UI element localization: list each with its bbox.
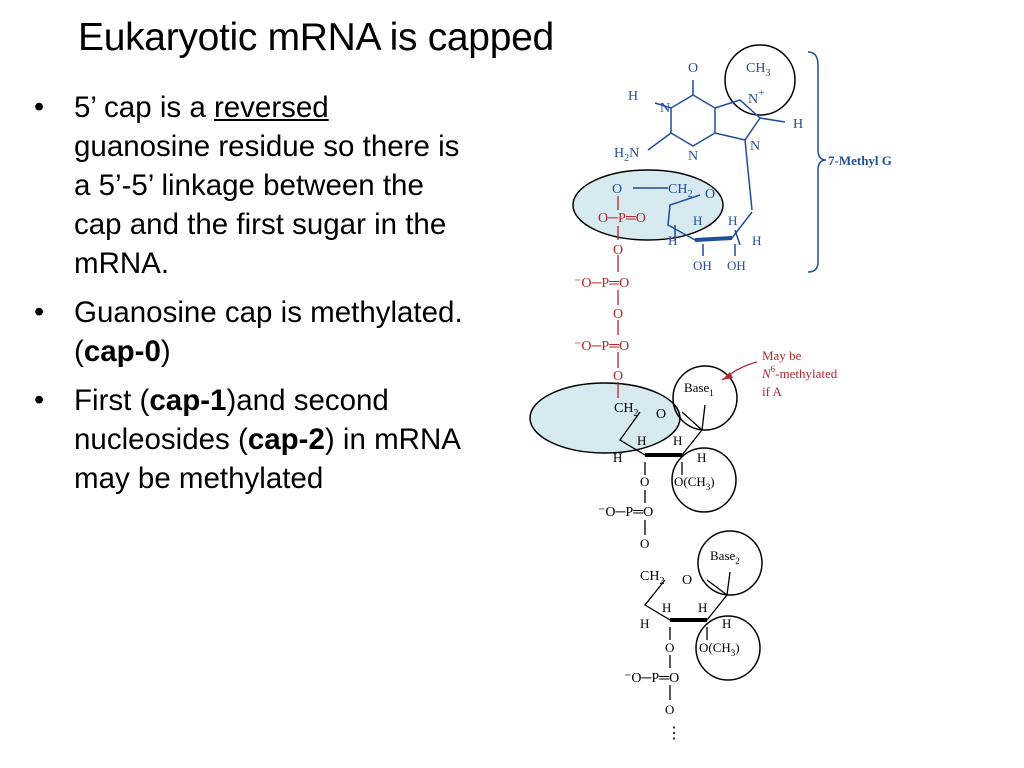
ch2-1: CH2 (614, 401, 638, 419)
n6-methylated-label: N6-methylated (761, 364, 838, 381)
o-link-2: O (665, 702, 674, 717)
o-ring-1: O (656, 407, 666, 422)
linkage-highlight-top (572, 169, 724, 241)
n-bottom-label: N (688, 149, 698, 164)
phosphate-o-1: O (613, 243, 623, 258)
bullet-text: 5’ cap is a (74, 91, 214, 124)
h-2a: H (662, 600, 671, 615)
och3-1: O(CH3) (674, 474, 715, 492)
top-oh2: OH (727, 258, 746, 273)
guanine-ring (647, 80, 786, 211)
ribose-1 (619, 404, 706, 535)
o-top-label: O (688, 61, 698, 76)
bullet-text: )and second nucleosides ( (74, 384, 389, 456)
h-1d: H (697, 450, 706, 465)
phosphate-2: ⁻O─P═O (574, 276, 629, 291)
bullet-text: First ( (74, 384, 150, 417)
o-ring-2: O (682, 573, 692, 588)
bullet-list: • 5’ cap is a reversed guanosine residue … (30, 88, 470, 508)
bullet-text-bold: cap-1 (149, 384, 227, 417)
base1-circle (672, 365, 738, 431)
h-left-label: H (628, 89, 638, 104)
bullet-text-underlined: reversed (213, 91, 329, 124)
top-ch2: CH2 (668, 182, 692, 200)
och3-circle-1 (671, 447, 737, 513)
base2-label: Base2 (710, 548, 740, 566)
mrna-cap-structure-diagram: O CH3 N+ H N H H2N N N O CH2 O H H H H O… (529, 44, 892, 742)
chain-continuation: ⋮ (666, 725, 682, 742)
if-a-label: if A (762, 384, 782, 399)
o-link-1: O (640, 536, 649, 551)
o-1: O (640, 474, 649, 489)
base1-label: Base1 (684, 380, 714, 398)
bullet-text: guanosine residue so there is a 5’-5’ li… (74, 130, 460, 280)
h-1b: H (673, 433, 682, 448)
top-ribose (633, 187, 753, 256)
bullet-item: • First (cap-1)and second nucleosides (ca… (30, 381, 470, 498)
bullet-dot: • (34, 91, 45, 123)
h-1c: H (613, 450, 622, 465)
bullet-text: ) (160, 335, 171, 368)
ribose-2 (644, 571, 731, 700)
h-right-label: H (793, 117, 803, 132)
methyl-circle-top (724, 44, 796, 116)
ch3-top-label: CH3 (746, 61, 770, 79)
h-2b: H (698, 600, 707, 615)
h-2c: H (640, 616, 649, 631)
phosphate-o-2: O (613, 307, 623, 322)
phosphate-5: ⁻O─P═O (624, 671, 679, 686)
phosphate-o-3: O (613, 369, 623, 384)
h-2d: H (722, 616, 731, 631)
top-o-ring: O (705, 187, 715, 202)
may-be-label: May be (762, 348, 802, 363)
top-oh1: OH (693, 258, 712, 273)
annotation-arrowhead (722, 372, 733, 380)
bullet-dot: • (34, 296, 45, 328)
h2n-label: H2N (614, 146, 639, 164)
n-ring-label: N (750, 139, 760, 154)
top-h4: H (752, 233, 761, 248)
phosphate-1: O─P═O (598, 211, 646, 226)
top-h1: H (693, 213, 702, 228)
bullet-text-bold: cap-0 (83, 335, 161, 368)
top-h2: H (728, 213, 737, 228)
bullet-text-bold: cap-2 (247, 423, 325, 456)
bullet-text: ) in mRNA may be methylated (74, 423, 460, 495)
och3-circle-2 (695, 615, 761, 681)
ch2-2: CH2 (640, 569, 664, 587)
n-left-label: N (660, 101, 670, 116)
bullet-dot: • (34, 384, 45, 416)
methyl-g-label: 7-Methyl G (828, 153, 892, 168)
bullet-item: • 5’ cap is a reversed guanosine residue … (30, 88, 470, 283)
h-1a: H (637, 433, 646, 448)
bullet-text: Guanosine cap is methylated. ( (74, 296, 463, 368)
top-o-ch2: O (612, 182, 622, 197)
methyl-g-brace (807, 51, 827, 273)
phosphate-4: ⁻O─P═O (598, 505, 653, 520)
o-2: O (665, 640, 674, 655)
slide-title: Eukaryotic mRNA is capped (78, 16, 554, 59)
base2-circle (697, 530, 763, 596)
och3-2: O(CH3) (699, 640, 740, 658)
phosphate-3: ⁻O─P═O (574, 339, 629, 354)
bullet-item: • Guanosine cap is methylated. (cap-0) (30, 293, 470, 371)
n-plus-label: N+ (748, 87, 764, 107)
top-h3: H (668, 233, 677, 248)
